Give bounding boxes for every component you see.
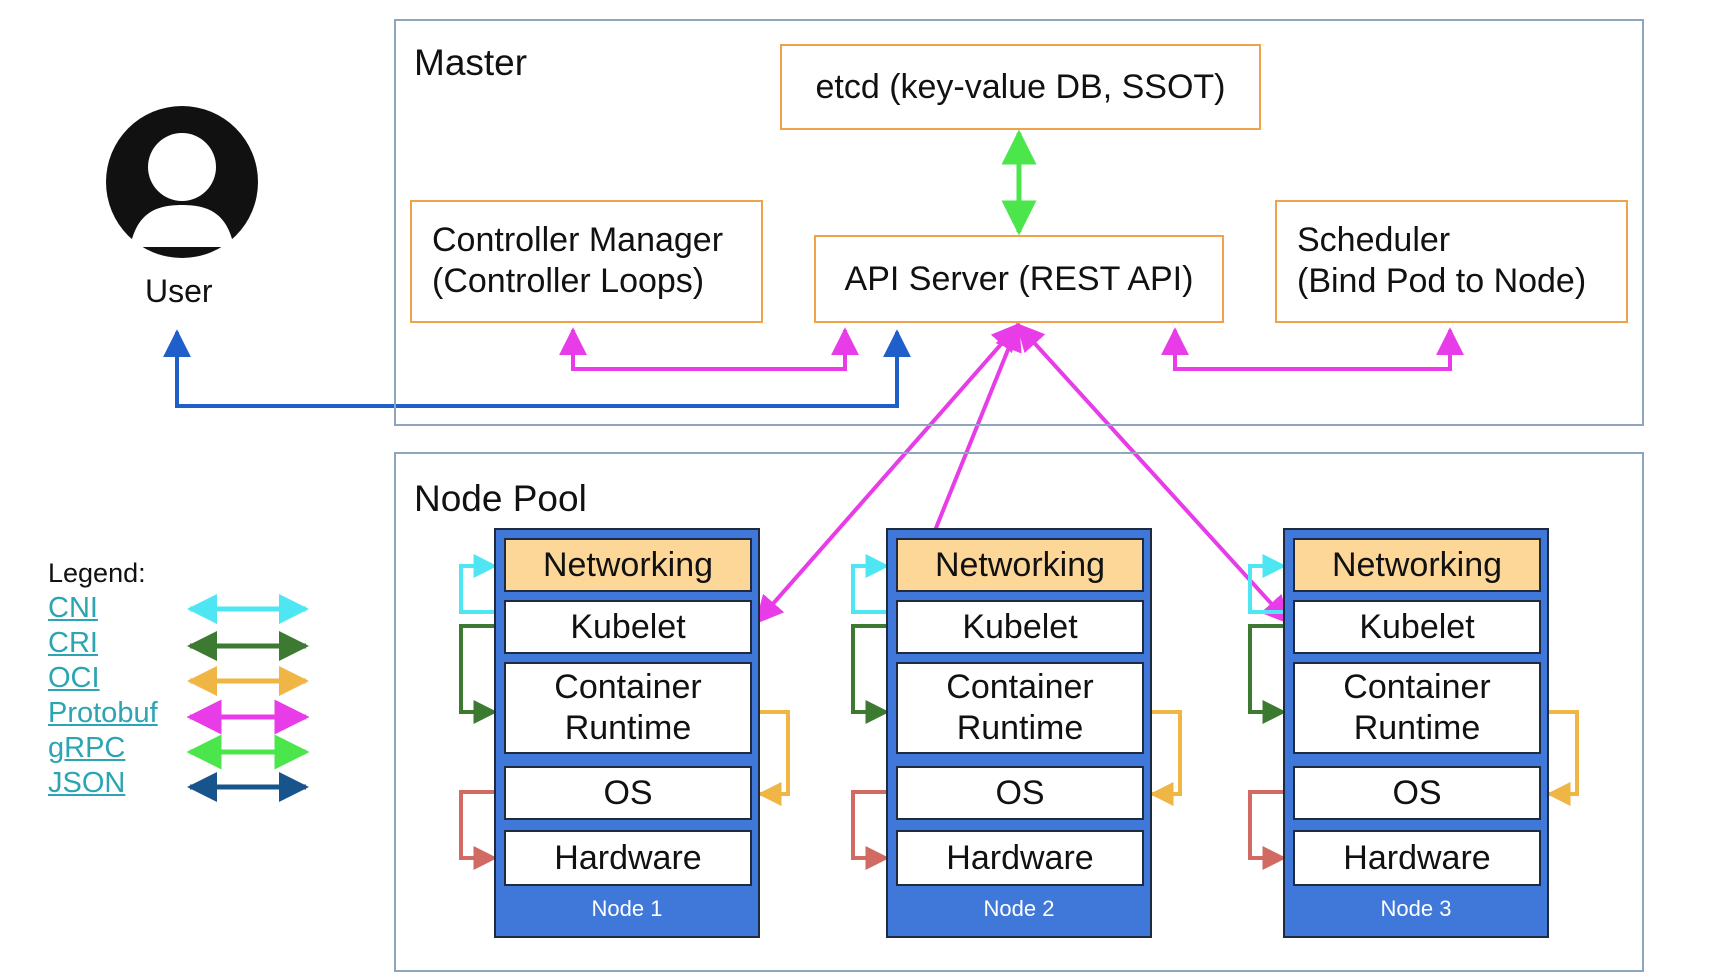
- api-kubelet3-arrow: [1016, 322, 1290, 625]
- etcd-label: etcd (key-value DB, SSOT): [815, 67, 1226, 106]
- node1-oci-link: [752, 710, 790, 806]
- node-3-runtime-line1: Container: [1343, 668, 1491, 706]
- node3-hw-link: [1248, 790, 1292, 870]
- node2-cni-link: [851, 554, 895, 614]
- node2-hw-link: [851, 790, 895, 870]
- node-1-hardware[interactable]: Hardware: [504, 830, 752, 886]
- node2-cri-link: [851, 624, 895, 724]
- node-1-networking-label: Networking: [542, 545, 714, 584]
- legend-oci-link[interactable]: OCI: [48, 662, 100, 694]
- node-3-os[interactable]: OS: [1293, 766, 1541, 820]
- node-1-label: Node 1: [591, 896, 663, 921]
- node3-cni-link: [1248, 554, 1292, 614]
- node-2-kubelet[interactable]: Kubelet: [896, 600, 1144, 654]
- scheduler-line1: Scheduler: [1297, 221, 1451, 259]
- node-1-kubelet-label: Kubelet: [570, 607, 686, 646]
- node-1-runtime-line2: Runtime: [564, 709, 692, 747]
- node-1-os-label: OS: [603, 773, 653, 812]
- node-3-os-label: OS: [1392, 773, 1442, 812]
- node-2-networking[interactable]: Networking: [896, 538, 1144, 592]
- legend-protobuf-link[interactable]: Protobuf: [48, 697, 158, 729]
- legend-cri-link[interactable]: CRI: [48, 627, 98, 659]
- node-2-runtime-line2: Runtime: [956, 709, 1084, 747]
- api-server-label: API Server (REST API): [844, 259, 1194, 298]
- node1-cni-link: [459, 554, 503, 614]
- legend-title: Legend:: [48, 558, 146, 588]
- node-1-networking[interactable]: Networking: [504, 538, 752, 592]
- node-2-networking-label: Networking: [934, 545, 1106, 584]
- node-2-kubelet-label: Kubelet: [962, 607, 1078, 646]
- node1-hw-link: [459, 790, 503, 870]
- legend-grpc-link[interactable]: gRPC: [48, 732, 126, 764]
- node-pool-title: Node Pool: [414, 478, 587, 519]
- node-2-hardware-label: Hardware: [946, 838, 1094, 877]
- node-3-kubelet[interactable]: Kubelet: [1293, 600, 1541, 654]
- node-3-networking-label: Networking: [1331, 545, 1503, 584]
- controller-manager-box[interactable]: Controller Manager (Controller Loops): [410, 200, 763, 323]
- api-server-box[interactable]: API Server (REST API): [814, 235, 1224, 323]
- node3-oci-link: [1541, 710, 1579, 806]
- node-3-hardware[interactable]: Hardware: [1293, 830, 1541, 886]
- master-panel: [394, 19, 1644, 426]
- node-2-os-label: OS: [995, 773, 1045, 812]
- master-title: Master: [414, 42, 528, 83]
- etcd-box[interactable]: etcd (key-value DB, SSOT): [780, 44, 1261, 130]
- node1-cri-link: [459, 624, 503, 724]
- scheduler-line2: (Bind Pod to Node): [1297, 262, 1587, 300]
- node-2-runtime-line1: Container: [946, 668, 1094, 706]
- node-1-kubelet[interactable]: Kubelet: [504, 600, 752, 654]
- node-2-hardware[interactable]: Hardware: [896, 830, 1144, 886]
- scheduler-box[interactable]: Scheduler (Bind Pod to Node): [1275, 200, 1628, 323]
- node-2-label: Node 2: [983, 896, 1055, 921]
- node-3-runtime-line2: Runtime: [1353, 709, 1481, 747]
- node-3-hardware-label: Hardware: [1343, 838, 1491, 877]
- controller-manager-line2: (Controller Loops): [432, 262, 705, 300]
- node3-cri-link: [1248, 624, 1292, 724]
- node-2-os[interactable]: OS: [896, 766, 1144, 820]
- controller-manager-line1: Controller Manager: [432, 221, 724, 259]
- legend-json-link[interactable]: JSON: [48, 767, 126, 799]
- node-1-os[interactable]: OS: [504, 766, 752, 820]
- node-1-hardware-label: Hardware: [554, 838, 702, 877]
- node-3-label: Node 3: [1380, 896, 1452, 921]
- node-3-networking[interactable]: Networking: [1293, 538, 1541, 592]
- node-3-kubelet-label: Kubelet: [1359, 607, 1475, 646]
- user-label: User: [145, 273, 213, 309]
- node2-oci-link: [1144, 710, 1182, 806]
- legend-cni-link[interactable]: CNI: [48, 592, 98, 624]
- node-1-runtime-line1: Container: [554, 668, 702, 706]
- user-avatar-icon: [106, 106, 258, 258]
